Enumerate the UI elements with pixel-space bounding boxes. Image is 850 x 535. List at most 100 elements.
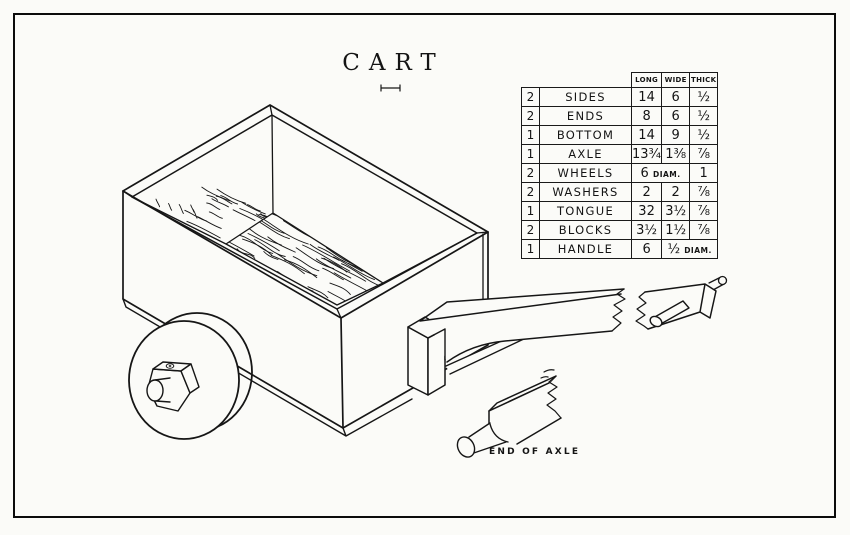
- long-cell: 32: [630, 201, 663, 221]
- thick-cell: ⅞: [689, 220, 719, 240]
- long-cell: 6: [630, 239, 663, 259]
- grain-stroke: [323, 268, 344, 280]
- wide-cell: 1½: [661, 220, 691, 240]
- wide-cell: 2: [661, 182, 691, 202]
- handle-far-end: [709, 277, 727, 291]
- hub-hole: [166, 364, 174, 369]
- grain-stroke: [156, 199, 160, 207]
- grain-stroke: [293, 257, 319, 271]
- axle-boss: [147, 378, 170, 402]
- wheel: [129, 313, 252, 439]
- undercarriage: [408, 277, 727, 396]
- grain-stroke: [330, 283, 351, 294]
- grain-stroke: [191, 205, 194, 212]
- grain-stroke: [212, 199, 229, 207]
- tongue-end-edges: [645, 284, 716, 329]
- grain-stroke: [255, 240, 286, 257]
- long-cell: 6 DIAM.: [630, 163, 691, 183]
- wide-cell: 9: [661, 125, 691, 145]
- qty-cell: 2: [521, 106, 540, 126]
- grain-stroke: [260, 222, 290, 239]
- wide-cell: 6: [661, 106, 691, 126]
- grain-stroke: [221, 196, 238, 204]
- qty-cell: 2: [521, 220, 540, 240]
- grain-stroke: [328, 292, 346, 302]
- grain-stroke: [169, 204, 172, 211]
- grain-stroke: [202, 187, 230, 201]
- grain-stroke: [318, 247, 345, 262]
- long-cell: 3½: [630, 220, 663, 240]
- header-cell-thick: THICK: [689, 72, 719, 88]
- plate-border: [13, 13, 836, 518]
- qty-cell: 1: [521, 125, 540, 145]
- part-name-cell: BOTTOM: [539, 125, 632, 145]
- part-name-cell: ENDS: [539, 106, 632, 126]
- hub-hole-dot: [168, 365, 172, 367]
- grain-stroke: [308, 287, 328, 298]
- long-cell: 14: [630, 125, 663, 145]
- thick-cell: ½: [689, 87, 719, 107]
- part-name-cell: BLOCKS: [539, 220, 632, 240]
- handle-rod: [648, 301, 689, 329]
- grain-stroke: [237, 249, 255, 259]
- grain-stroke: [242, 202, 265, 214]
- axle-bar-break: [541, 370, 561, 418]
- thick-cell: ½: [689, 125, 719, 145]
- thick-cell: ⅞: [689, 201, 719, 221]
- part-name-cell: AXLE: [539, 144, 632, 164]
- header-cell-long: LONG: [630, 72, 663, 88]
- part-name-cell: SIDES: [539, 87, 632, 107]
- grain-stroke: [334, 257, 375, 280]
- axle-bar-front-face: [489, 376, 561, 444]
- wide-cell: 6: [661, 87, 691, 107]
- qty-cell: 1: [521, 144, 540, 164]
- grain-stroke: [217, 189, 246, 203]
- grain-stroke: [209, 212, 222, 218]
- axle-bar-edges: [489, 383, 561, 444]
- box-rim-corner-ticks: [123, 105, 488, 318]
- part-name-cell: HANDLE: [539, 239, 632, 259]
- thick-cell: ½: [689, 106, 719, 126]
- grain-stroke: [271, 255, 304, 273]
- axle-shoulder: [490, 424, 508, 442]
- long-cell: 8: [630, 106, 663, 126]
- grain-stroke: [285, 260, 317, 278]
- tongue-end-piece: [636, 284, 716, 329]
- plate-title: CART: [342, 50, 445, 76]
- grain-stroke: [179, 205, 183, 214]
- long-cell: 2: [630, 182, 663, 202]
- thick-cell: ⅞: [689, 182, 719, 202]
- handle-far-cap: [719, 277, 727, 285]
- part-name-cell: WHEELS: [539, 163, 632, 183]
- grain-stroke: [248, 234, 279, 251]
- thick-cell: 1: [689, 163, 719, 183]
- grain-stroke: [198, 217, 222, 229]
- wide-cell: 3½: [661, 201, 691, 221]
- grain-stroke: [233, 210, 255, 221]
- title-underline: [381, 85, 400, 91]
- grain-stroke: [268, 237, 296, 252]
- grain-stroke: [303, 245, 350, 271]
- grain-stroke: [316, 259, 351, 278]
- axle-turned-end: [454, 423, 508, 460]
- long-cell: 14: [630, 87, 663, 107]
- handle-rod-cap: [648, 314, 663, 328]
- qty-cell: 1: [521, 201, 540, 221]
- axle-end-cap: [454, 434, 478, 460]
- axle-boss-end: [147, 380, 163, 401]
- wide-cell: ½ DIAM.: [661, 239, 719, 259]
- tongue-break-left: [612, 289, 625, 331]
- tongue-break-right: [636, 292, 648, 329]
- axle-detail-label: END OF AXLE: [489, 447, 581, 457]
